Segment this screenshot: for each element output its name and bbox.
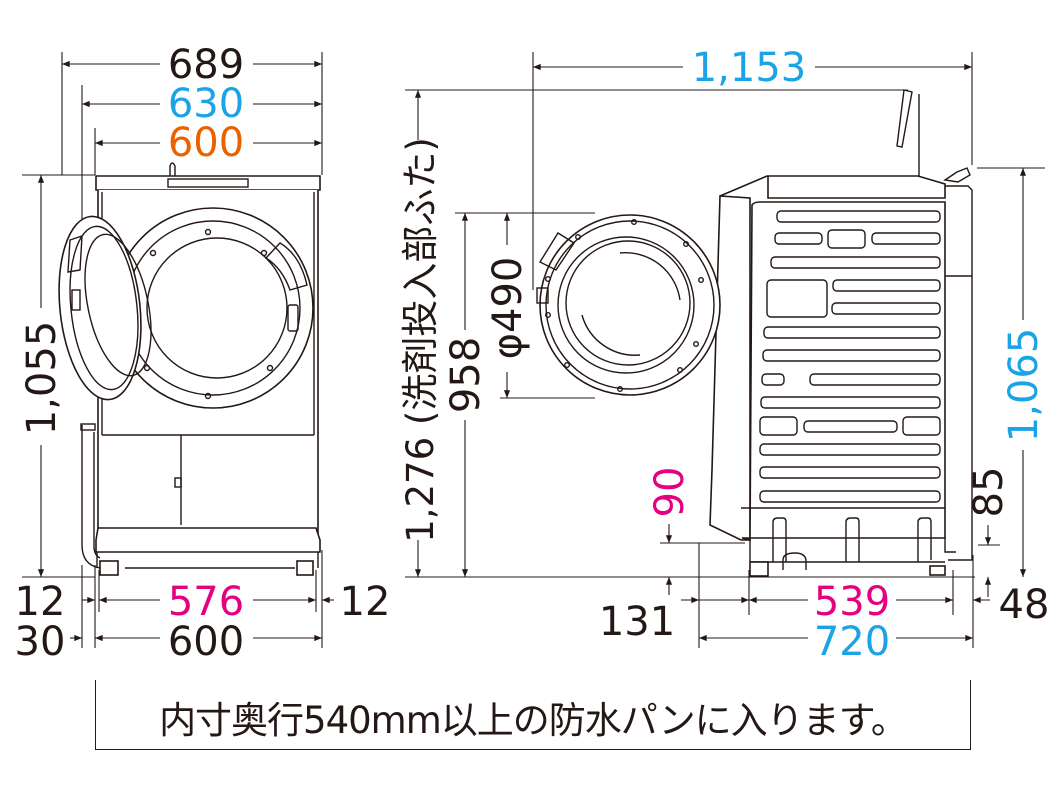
label-door-diameter: φ490 — [485, 257, 531, 360]
label-side-depth: 1,153 — [692, 45, 807, 91]
label-front-left-offset: 12 — [15, 579, 66, 625]
label-body-height: 1,065 — [1001, 328, 1047, 443]
label-front-width-689: 689 — [168, 42, 244, 88]
label-door-height: 958 — [443, 337, 489, 413]
side-view — [405, 52, 973, 577]
label-front-right-offset: 12 — [340, 579, 391, 625]
label-hose-offset: 30 — [15, 619, 66, 665]
note-box: 内寸奥行540mm以上の防水パンに入ります。 — [95, 680, 971, 750]
side-left-vertical-dimensions — [405, 90, 975, 578]
label-rear-clearance: 85 — [966, 467, 1012, 518]
label-front-width-600: 600 — [168, 120, 244, 166]
dimension-labels: 689 630 600 1,055 12 576 12 30 600 1,153… — [15, 42, 1050, 665]
front-view — [58, 52, 323, 576]
label-front-clearance: 90 — [647, 467, 693, 518]
note-text: 内寸奥行540mm以上の防水パンに入ります。 — [159, 699, 908, 742]
label-front-foot-span: 576 — [168, 579, 244, 625]
label-rear-foot-offset: 48 — [999, 582, 1050, 628]
side-right-vertical-dimensions — [977, 167, 1045, 597]
label-front-height: 1,055 — [19, 321, 65, 436]
side-bottom-dimensions — [660, 524, 990, 648]
label-side-foot-span: 539 — [814, 579, 890, 625]
label-side-base-depth: 720 — [814, 619, 890, 665]
label-front-foot-offset: 131 — [599, 599, 675, 645]
side-vents — [759, 210, 941, 503]
front-height-dimension — [22, 174, 95, 578]
label-lid-height: 1,276 (洗剤投入部ふた) — [399, 137, 442, 543]
label-front-width-630: 630 — [168, 81, 244, 127]
front-bottom-dimensions — [70, 550, 334, 648]
label-front-base-width: 600 — [168, 619, 244, 665]
